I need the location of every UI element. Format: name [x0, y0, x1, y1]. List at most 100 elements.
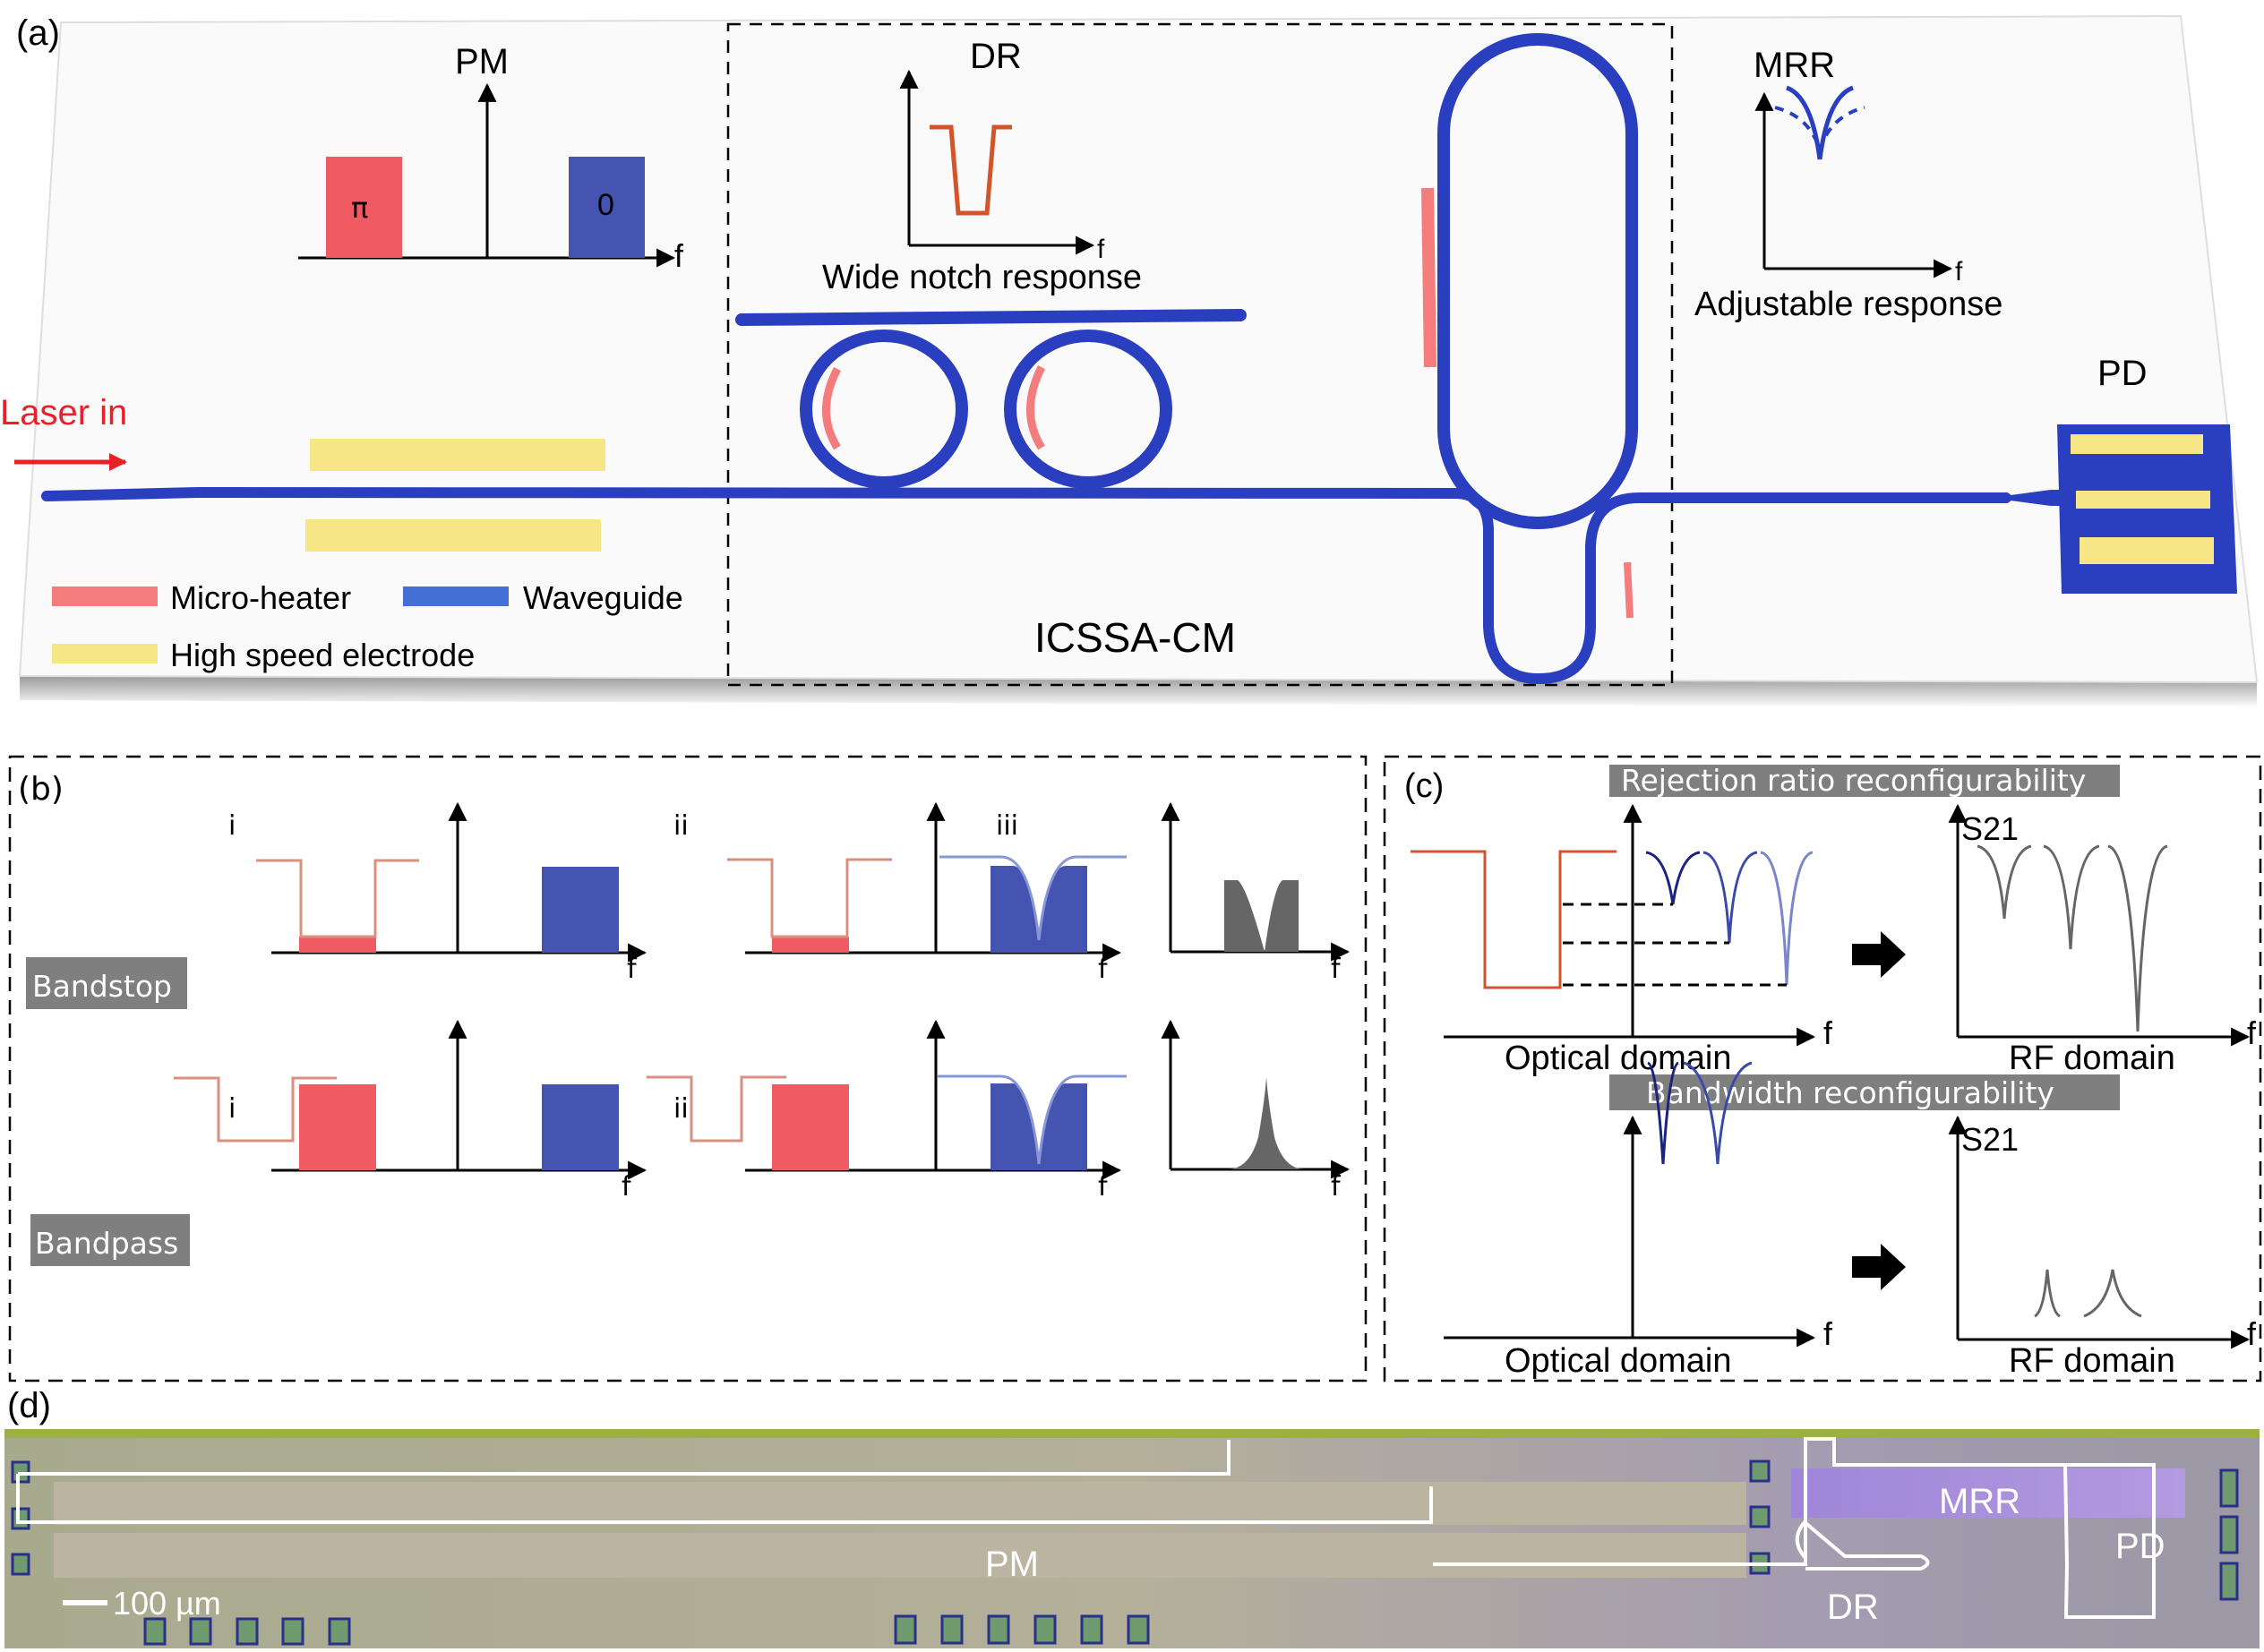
- panel-d-label: (d): [7, 1386, 51, 1425]
- mrr-caption: Adjustable response: [1694, 286, 2002, 323]
- pm-bar-zero-label: 0: [597, 188, 614, 222]
- bandstop-iii-axis-f: f: [1331, 954, 1342, 985]
- pm-outline: [16, 1440, 1433, 1524]
- bandstop-i-axis-f: f: [627, 954, 638, 985]
- bandstop-iii-label: iii: [996, 810, 1018, 842]
- pm-spectrum: PM π 0 f: [298, 42, 684, 274]
- rejection-title-bg: [1609, 765, 2120, 797]
- bandwidth-notch-narrow: [1647, 1061, 1679, 1165]
- heater-coupler: [1624, 561, 1634, 619]
- bandstop-ii-red-bar: [772, 937, 849, 953]
- mrr-response: MRR f Adjustable response: [1694, 46, 2002, 323]
- panel-a-label: (a): [16, 13, 60, 53]
- waveguide-network: [41, 33, 2061, 685]
- rejection-notch-2: [1702, 851, 1758, 944]
- bandwidth-rf-ylabel: S21: [1961, 1121, 2019, 1158]
- dr-axis-f: f: [1097, 235, 1105, 264]
- bandstop-i-label: i: [228, 810, 236, 842]
- pm-bar-pi-label: π: [351, 191, 368, 225]
- pm-upper-arm: [54, 1482, 1746, 1525]
- bandwidth-rf-peak-wide: [2083, 1269, 2142, 1318]
- bandwidth-arrow-icon: [1852, 1244, 1906, 1290]
- bandpass-i-filter: [174, 1076, 337, 1143]
- rejection-rf-notch-2: [2043, 844, 2100, 950]
- rejection-notch-1: [1645, 851, 1701, 905]
- legend: Micro-heater Waveguide High speed electr…: [52, 579, 683, 673]
- mrr-title: MRR: [1754, 46, 1835, 85]
- rejection-optical-caption: Optical domain: [1505, 1040, 1731, 1077]
- dr-mrr-pd-outline: [1433, 1437, 2156, 1619]
- bandpass-i-red-bar: [299, 1084, 376, 1170]
- micro-dr-label: DR: [1827, 1588, 1879, 1627]
- bandpass-ii-label: ii: [673, 1093, 689, 1125]
- mrr-dashed-curve: [1774, 106, 1865, 151]
- bandwidth-rf-axis-f: f: [2247, 1315, 2257, 1352]
- laser-in-label: Laser in: [0, 393, 127, 432]
- bandstop-ii-mrr-curve: [939, 855, 1127, 941]
- panel-d: (d) PM MRR PD DR 100 µm: [4, 1386, 2260, 1648]
- panel-a: (a) PM π 0 f ICSSA-CM DR f Wide notch re…: [0, 13, 2259, 707]
- panel-c-label: (c): [1404, 767, 1444, 805]
- legend-label-electrode: High speed electrode: [170, 637, 475, 673]
- panel-b-frame: [8, 755, 1368, 1382]
- mrr-racetrack: [1437, 33, 1638, 529]
- bandstop-i-blue-bar: [542, 867, 619, 953]
- electrode-bottom: [305, 519, 601, 552]
- micro-pd-label: PD: [2115, 1527, 2165, 1566]
- pm-title: PM: [455, 42, 509, 81]
- bandpass-tag: Bandpass: [35, 1226, 178, 1261]
- bandpass-iii-output: [1227, 1077, 1306, 1169]
- bandstop-tag-bg: [26, 957, 187, 1009]
- rejection-rf-notch-3: [2107, 844, 2168, 1032]
- bandstop-ii-filter: [727, 858, 892, 938]
- panel-c: (c) Rejection ratio reconfigurability f …: [1383, 755, 2262, 1382]
- scale-bar-label: 100 µm: [113, 1585, 221, 1622]
- dr-ring-2: [1004, 330, 1172, 489]
- rejection-arrow-icon: [1852, 931, 1906, 978]
- waveguide-to-mrr-drop: [1450, 488, 2011, 685]
- dr-caption: Wide notch response: [822, 259, 1142, 296]
- rejection-notch-3: [1760, 851, 1814, 986]
- bandpass-tag-bg: [30, 1214, 190, 1266]
- bandpass-ii-filter: [647, 1075, 786, 1143]
- mrr-region: [1791, 1468, 2185, 1518]
- bandstop-ii-axis-f: f: [1098, 954, 1109, 985]
- pm-lower-arm: [54, 1533, 1746, 1578]
- rejection-optical-axis-f: f: [1823, 1014, 1833, 1051]
- chip-shadow: [20, 676, 2257, 707]
- rejection-rf-notch-1: [1977, 844, 2032, 920]
- bandpass-iii-axis-f: f: [1331, 1171, 1342, 1203]
- pm-axis-f: f: [674, 237, 684, 274]
- panel-c-frame: [1383, 755, 2262, 1382]
- legend-swatch-heater: [52, 586, 158, 606]
- pd-label: PD: [2097, 354, 2148, 393]
- electrode-top: [310, 439, 605, 471]
- legend-label-heater: Micro-heater: [170, 579, 351, 616]
- bandwidth-title: Bandwidth reconfigurability: [1646, 1075, 2054, 1110]
- dr-ring-1: [800, 330, 968, 489]
- dr-outline: [1795, 1519, 1930, 1571]
- rejection-title: Rejection ratio reconfigurability: [1621, 763, 2086, 798]
- pm-bar-zero: [569, 157, 645, 258]
- die-top-edge: [4, 1429, 2260, 1438]
- input-taper: [41, 486, 1461, 501]
- bandwidth-rf-peak-narrow: [2034, 1269, 2061, 1318]
- heater-racetrack: [1421, 187, 1436, 368]
- pd-electrode-2: [2076, 491, 2210, 509]
- bandwidth-notch-wide: [1683, 1061, 1753, 1165]
- rejection-rf-caption: RF domain: [2009, 1040, 2175, 1077]
- bandwidth-title-bg: [1609, 1074, 2120, 1110]
- pm-bar-pi: [326, 157, 402, 258]
- legend-swatch-waveguide: [403, 586, 509, 606]
- heater-ring-1: [822, 366, 842, 450]
- bandpass-i-label: i: [228, 1093, 236, 1125]
- mrr-axis-f: f: [1955, 257, 1963, 287]
- bandpass-ii-axis-f: f: [1098, 1171, 1109, 1203]
- bandstop-ii-blue-bar-notched: [990, 866, 1087, 953]
- dr-title: DR: [970, 37, 1022, 76]
- dr-bus-waveguide: [735, 309, 1247, 326]
- micro-pm-label: PM: [985, 1545, 1039, 1584]
- bandpass-ii-mrr-curve: [938, 1074, 1127, 1165]
- panel-b-label: (b): [18, 771, 64, 808]
